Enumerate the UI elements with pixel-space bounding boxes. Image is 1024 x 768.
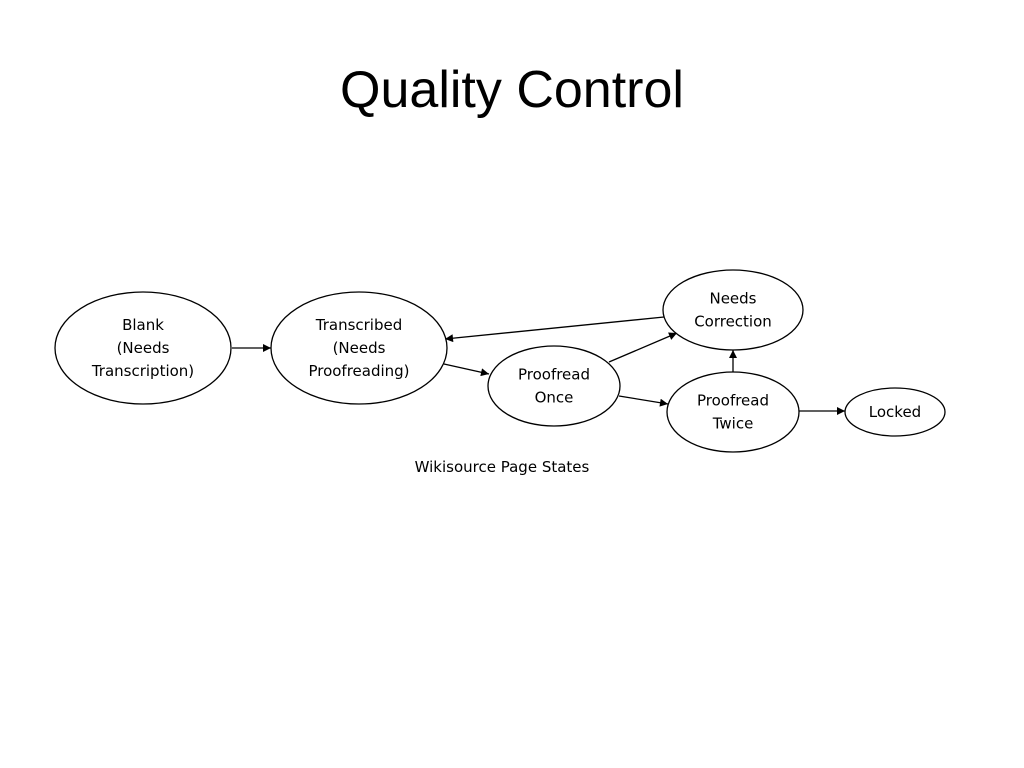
state-ellipse [270, 291, 448, 405]
edge-needs-correction-to-transcribed [444, 316, 665, 343]
edges-layer [232, 316, 845, 415]
state-ellipse [487, 345, 621, 427]
state-label-line: Transcribed [315, 316, 403, 334]
state-label-line: (Needs [117, 339, 170, 357]
edge-transcribed-to-proofread-once [443, 363, 490, 377]
state-label-line: Twice [712, 415, 754, 433]
edge-proofread-once-to-needs-correction [608, 332, 678, 363]
state-label-line: Once [535, 389, 574, 407]
state-label-line: Locked [869, 403, 921, 421]
state-label-line: Correction [694, 313, 772, 331]
state-label-line: (Needs [333, 339, 386, 357]
state-ellipse [844, 387, 946, 437]
state-label-line: Proofread [518, 366, 590, 384]
slide-title: Quality Control [340, 61, 684, 119]
edge-proofread-once-to-proofread-twice [618, 395, 669, 407]
state-label-line: Blank [122, 316, 164, 334]
state-label-line: Proofread [697, 392, 769, 410]
state-node-locked: Locked [844, 387, 946, 437]
state-ellipse [54, 291, 232, 405]
state-label-line: Needs [709, 290, 756, 308]
state-label-line: Transcription) [91, 362, 194, 380]
state-ellipse [666, 371, 800, 453]
state-ellipse [662, 269, 804, 351]
diagram-caption: Wikisource Page States [415, 458, 590, 476]
state-label-line: Proofreading) [308, 362, 409, 380]
